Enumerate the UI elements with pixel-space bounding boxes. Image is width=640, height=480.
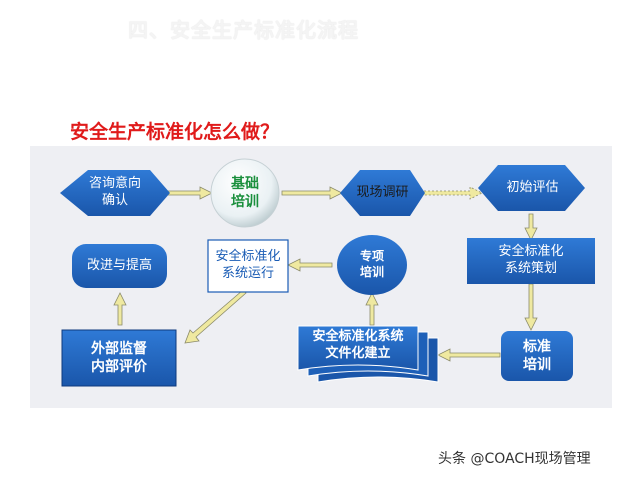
arrow-special-to-operation bbox=[287, 258, 333, 272]
node-eval-shape bbox=[478, 165, 585, 211]
node-audit-shape bbox=[61, 329, 177, 387]
diagram-title: 安全生产标准化怎么做？ bbox=[70, 121, 280, 143]
arrow-training-to-survey bbox=[281, 186, 343, 200]
arrow-eval-to-planning bbox=[524, 213, 538, 241]
node-planning-shape bbox=[467, 238, 595, 284]
node-training-basic-shape bbox=[210, 158, 280, 228]
node-improve-shape bbox=[72, 244, 167, 288]
node-standard-label: 标准培训 bbox=[523, 338, 551, 373]
node-eval-label: 初始评估 bbox=[506, 179, 559, 195]
node-standard-shape bbox=[501, 331, 573, 381]
node-consult-label: 咨询意向确认 bbox=[88, 176, 141, 208]
node-planning-label: 安全标准化系统策划 bbox=[498, 244, 564, 276]
page-header-title: 四、安全生产标准化流程 bbox=[128, 18, 359, 42]
node-survey-shape bbox=[340, 170, 425, 216]
arrow-operation-to-audit bbox=[184, 289, 247, 344]
node-audit-label: 外部监督内部评价 bbox=[91, 340, 147, 375]
arrow-audit-to-improve bbox=[113, 292, 127, 326]
node-improve-label: 改进与提高 bbox=[86, 257, 152, 273]
node-special-label: 专项培训 bbox=[359, 249, 384, 279]
node-special-shape bbox=[337, 235, 407, 295]
arrows bbox=[113, 186, 538, 362]
node-training-basic-label: 基础培训 bbox=[231, 175, 259, 210]
watermark-text: 头条 @COACH现场管理 bbox=[438, 451, 591, 467]
node-operation-shape bbox=[207, 239, 289, 293]
arrow-survey-to-eval bbox=[419, 186, 483, 200]
node-consult-shape bbox=[60, 170, 170, 216]
node-docs-label: 安全标准化系统文件化建立 bbox=[312, 329, 404, 361]
node-docs-shape bbox=[297, 325, 439, 383]
node-survey-label: 现场调研 bbox=[356, 184, 409, 200]
arrow-docs-to-special bbox=[365, 292, 379, 326]
arrow-planning-to-standard bbox=[524, 283, 538, 331]
arrow-standard-to-docs bbox=[437, 348, 501, 362]
node-operation-label: 安全标准化系统运行 bbox=[215, 249, 281, 281]
